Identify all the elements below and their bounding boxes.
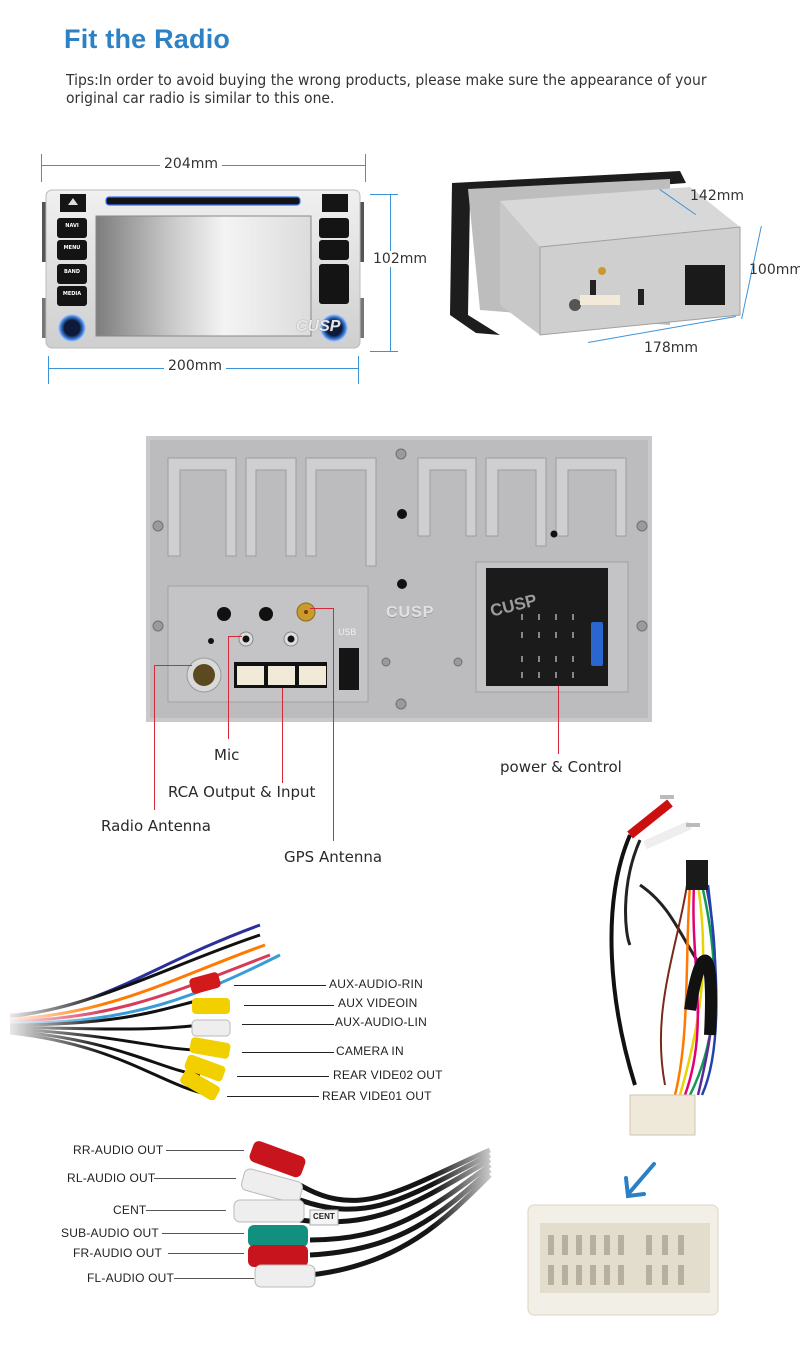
radio-front-image <box>42 189 364 349</box>
power-harness-image <box>609 795 718 1136</box>
label-line-aux-audio-rin <box>234 985 326 986</box>
callout-line-radio-antenna-h <box>154 665 192 666</box>
page-title: Fit the Radio <box>64 24 231 54</box>
side-view: 142mm 100mm 178mm <box>440 165 800 365</box>
dim-bottom-left-tick <box>48 356 49 384</box>
callout-power-control: power & Control <box>500 758 622 776</box>
button-media: MEDIA <box>62 291 82 297</box>
brand-watermark: CUSP <box>296 318 341 335</box>
label-cent: CENT <box>113 1203 147 1217</box>
callout-line-mic-h <box>228 636 242 637</box>
rear-panel: USB CUSP CUSP <box>146 436 652 722</box>
dim-side-height: 100mm <box>749 262 800 278</box>
dim-bottom-width: 200mm <box>164 358 226 374</box>
rear-panel-image <box>146 436 652 722</box>
label-line-aux-videoin <box>244 1005 334 1006</box>
tips-text: Tips:In order to avoid buying the wrong … <box>66 71 707 107</box>
dim-height: 102mm <box>369 251 431 267</box>
label-line-rl <box>154 1178 236 1179</box>
callout-line-gps-v <box>333 608 334 841</box>
label-fr-audio-out: FR-AUDIO OUT <box>73 1246 163 1260</box>
cent-tag-label: CENT <box>313 1212 335 1221</box>
dim-line-top-left-tick <box>41 154 42 182</box>
dim-top-width: 204mm <box>160 156 222 172</box>
audio-harness-image <box>230 1130 500 1300</box>
label-rl-audio-out: RL-AUDIO OUT <box>67 1171 156 1185</box>
dim-bottom-right-tick <box>358 356 359 384</box>
callout-line-power-v <box>558 686 559 754</box>
callout-mic: Mic <box>214 746 240 764</box>
callout-line-radio-antenna-v <box>154 665 155 810</box>
label-line-sub <box>162 1233 244 1234</box>
label-line-cent <box>146 1210 226 1211</box>
label-line-rear-video2 <box>237 1076 329 1077</box>
usb-label: USB <box>338 628 357 638</box>
label-sub-audio-out: SUB-AUDIO OUT <box>61 1226 159 1240</box>
callout-line-mic-v <box>228 636 229 739</box>
label-line-rear-video1 <box>227 1096 319 1097</box>
dim-height-bottom-tick <box>370 351 398 352</box>
dim-side-width: 178mm <box>640 340 702 356</box>
callout-gps-antenna: GPS Antenna <box>284 848 383 866</box>
radio-side-image <box>450 171 741 336</box>
button-band: BAND <box>63 269 80 275</box>
label-line-camera-in <box>242 1052 334 1053</box>
label-line-rr <box>166 1150 244 1151</box>
button-navi: NAVI <box>65 223 79 229</box>
callout-radio-antenna: Radio Antenna <box>101 817 212 835</box>
label-rear-video1-out: REAR VIDE01 OUT <box>322 1089 432 1103</box>
dim-line-top-right-tick <box>365 154 366 182</box>
callout-line-rca-v <box>282 688 283 783</box>
callout-line-gps-h <box>310 608 333 609</box>
button-menu: MENU <box>63 245 81 251</box>
label-aux-videoin: AUX VIDEOIN <box>338 996 418 1010</box>
front-view: 204mm <box>40 150 440 390</box>
dim-height-top-tick <box>370 194 398 195</box>
label-rear-video2-out: REAR VIDE02 OUT <box>333 1068 443 1082</box>
arrow-down-left-icon <box>624 1162 656 1199</box>
label-line-aux-audio-lin <box>242 1024 334 1025</box>
dim-height-line <box>390 194 391 352</box>
callout-rca: RCA Output & Input <box>168 783 316 801</box>
dim-depth: 142mm <box>690 188 744 204</box>
label-line-fr <box>168 1253 244 1254</box>
video-harness-image <box>0 905 300 1100</box>
label-aux-audio-lin: AUX-AUDIO-LIN <box>335 1015 427 1029</box>
label-rr-audio-out: RR-AUDIO OUT <box>73 1143 164 1157</box>
brand-mark-panel: CUSP <box>386 604 435 621</box>
label-camera-in: CAMERA IN <box>336 1044 404 1058</box>
label-fl-audio-out: FL-AUDIO OUT <box>87 1271 175 1285</box>
label-aux-audio-rin: AUX-AUDIO-RIN <box>329 977 423 991</box>
connector-block-image <box>527 1204 719 1316</box>
label-line-fl <box>174 1278 254 1279</box>
